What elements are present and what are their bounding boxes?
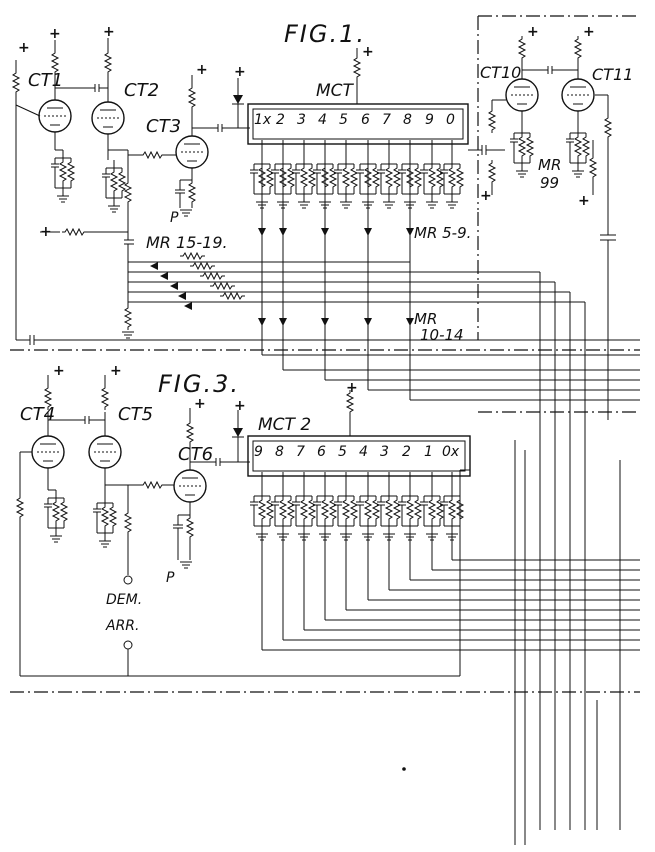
terminal-p2: P xyxy=(166,570,175,586)
mct2-digit: 6 xyxy=(317,444,326,460)
plus-ct11: + xyxy=(583,24,595,40)
dashed-frame xyxy=(10,15,640,693)
mct-digit: 0 xyxy=(446,112,455,128)
mct-digit-labels: 1x 2 3 4 5 6 7 8 9 0 xyxy=(254,112,455,128)
mct2-output-leads xyxy=(261,469,640,676)
mr1519-ladder: + xyxy=(40,224,585,339)
mct-digit: 2 xyxy=(276,112,285,128)
mct2-digit: 8 xyxy=(275,444,284,460)
label-mr99-a: MR xyxy=(538,156,561,174)
mct-digit: 3 xyxy=(297,112,306,128)
label-mct2: MCT 2 xyxy=(258,415,311,435)
mct-digit: 1x xyxy=(254,112,272,128)
plus-ct6: + xyxy=(194,396,206,412)
terminal-arr xyxy=(123,640,133,676)
mct2-digit: 5 xyxy=(338,444,347,460)
plus-mct: + xyxy=(362,44,374,60)
tube-ct1 xyxy=(38,40,96,202)
mct-digit: 9 xyxy=(425,112,434,128)
mct-digit: 6 xyxy=(361,112,370,128)
mct2-digit-labels: 9 8 7 6 5 4 3 2 1 0x xyxy=(254,444,460,460)
plus-ct10-input: + xyxy=(480,188,492,204)
label-ct5: CT5 xyxy=(118,404,153,425)
plus-ct3: + xyxy=(196,62,208,78)
counter-mct xyxy=(232,48,469,145)
label-mr1519: MR 15-19. xyxy=(146,233,228,252)
counter-mct2 xyxy=(232,389,471,477)
fig1-title: FIG.1. xyxy=(284,20,366,48)
mct2-digit: 4 xyxy=(359,444,368,460)
tube-ct6 xyxy=(128,408,250,569)
label-ct11: CT11 xyxy=(592,65,633,84)
mct2-digit: 7 xyxy=(296,444,305,460)
plus-mct-diode: + xyxy=(234,64,246,80)
label-ct2: CT2 xyxy=(124,80,159,101)
mct-digit: 8 xyxy=(403,112,412,128)
mct2-cathode-loads xyxy=(250,472,463,540)
plus-mct2: + xyxy=(346,380,358,396)
label-ct1: CT1 xyxy=(28,70,63,91)
label-mct: MCT xyxy=(316,81,355,101)
plus-ct4: + xyxy=(53,363,65,379)
mct2-digit: 2 xyxy=(402,444,411,460)
label-ct6: CT6 xyxy=(178,444,213,465)
label-mr99-b: 99 xyxy=(540,174,559,192)
mct-digit: 4 xyxy=(318,112,327,128)
mct-cathode-loads xyxy=(250,140,463,208)
tube-ct11 xyxy=(522,35,616,420)
terminal-p1: P xyxy=(170,210,179,226)
mct-output-leads xyxy=(258,150,414,400)
terminal-arr-label: ARR. xyxy=(105,618,139,634)
mct2-digit: 9 xyxy=(254,444,263,460)
label-mr1014-a: MR xyxy=(414,310,437,328)
mct2-digit: 1 xyxy=(424,444,433,460)
label-ct3: CT3 xyxy=(146,116,181,137)
mct-digit: 5 xyxy=(339,112,348,128)
mct-digit: 7 xyxy=(382,112,391,128)
plus-ct11-bias: + xyxy=(578,193,590,209)
fig3-title: FIG.3. xyxy=(158,370,240,398)
mct2-digit: 0x xyxy=(442,444,460,460)
plus-ct5: + xyxy=(110,363,122,379)
label-mr1014-b: 10-14 xyxy=(420,326,464,344)
plus-left: + xyxy=(18,40,30,56)
plus-mct2-diode: + xyxy=(234,398,246,414)
tube-ct3 xyxy=(128,75,250,217)
stray-dot xyxy=(402,767,406,771)
plus-mr1519: + xyxy=(40,224,52,240)
plus-ct1: + xyxy=(49,26,61,42)
bus-lines xyxy=(16,272,640,845)
ct10-input: + xyxy=(468,99,506,204)
mct2-digit: 3 xyxy=(380,444,389,460)
tube-ct4 xyxy=(16,375,460,677)
tube-ct2 xyxy=(91,38,132,240)
label-ct10: CT10 xyxy=(480,63,521,82)
plus-ct10: + xyxy=(527,24,539,40)
tube-ct5 xyxy=(84,375,133,585)
tube-ct10 xyxy=(505,35,539,177)
label-ct4: CT4 xyxy=(20,404,55,425)
plus-ct2: + xyxy=(103,24,115,40)
label-mr59: MR 5-9. xyxy=(414,224,471,242)
terminal-dem: DEM. xyxy=(106,592,142,608)
